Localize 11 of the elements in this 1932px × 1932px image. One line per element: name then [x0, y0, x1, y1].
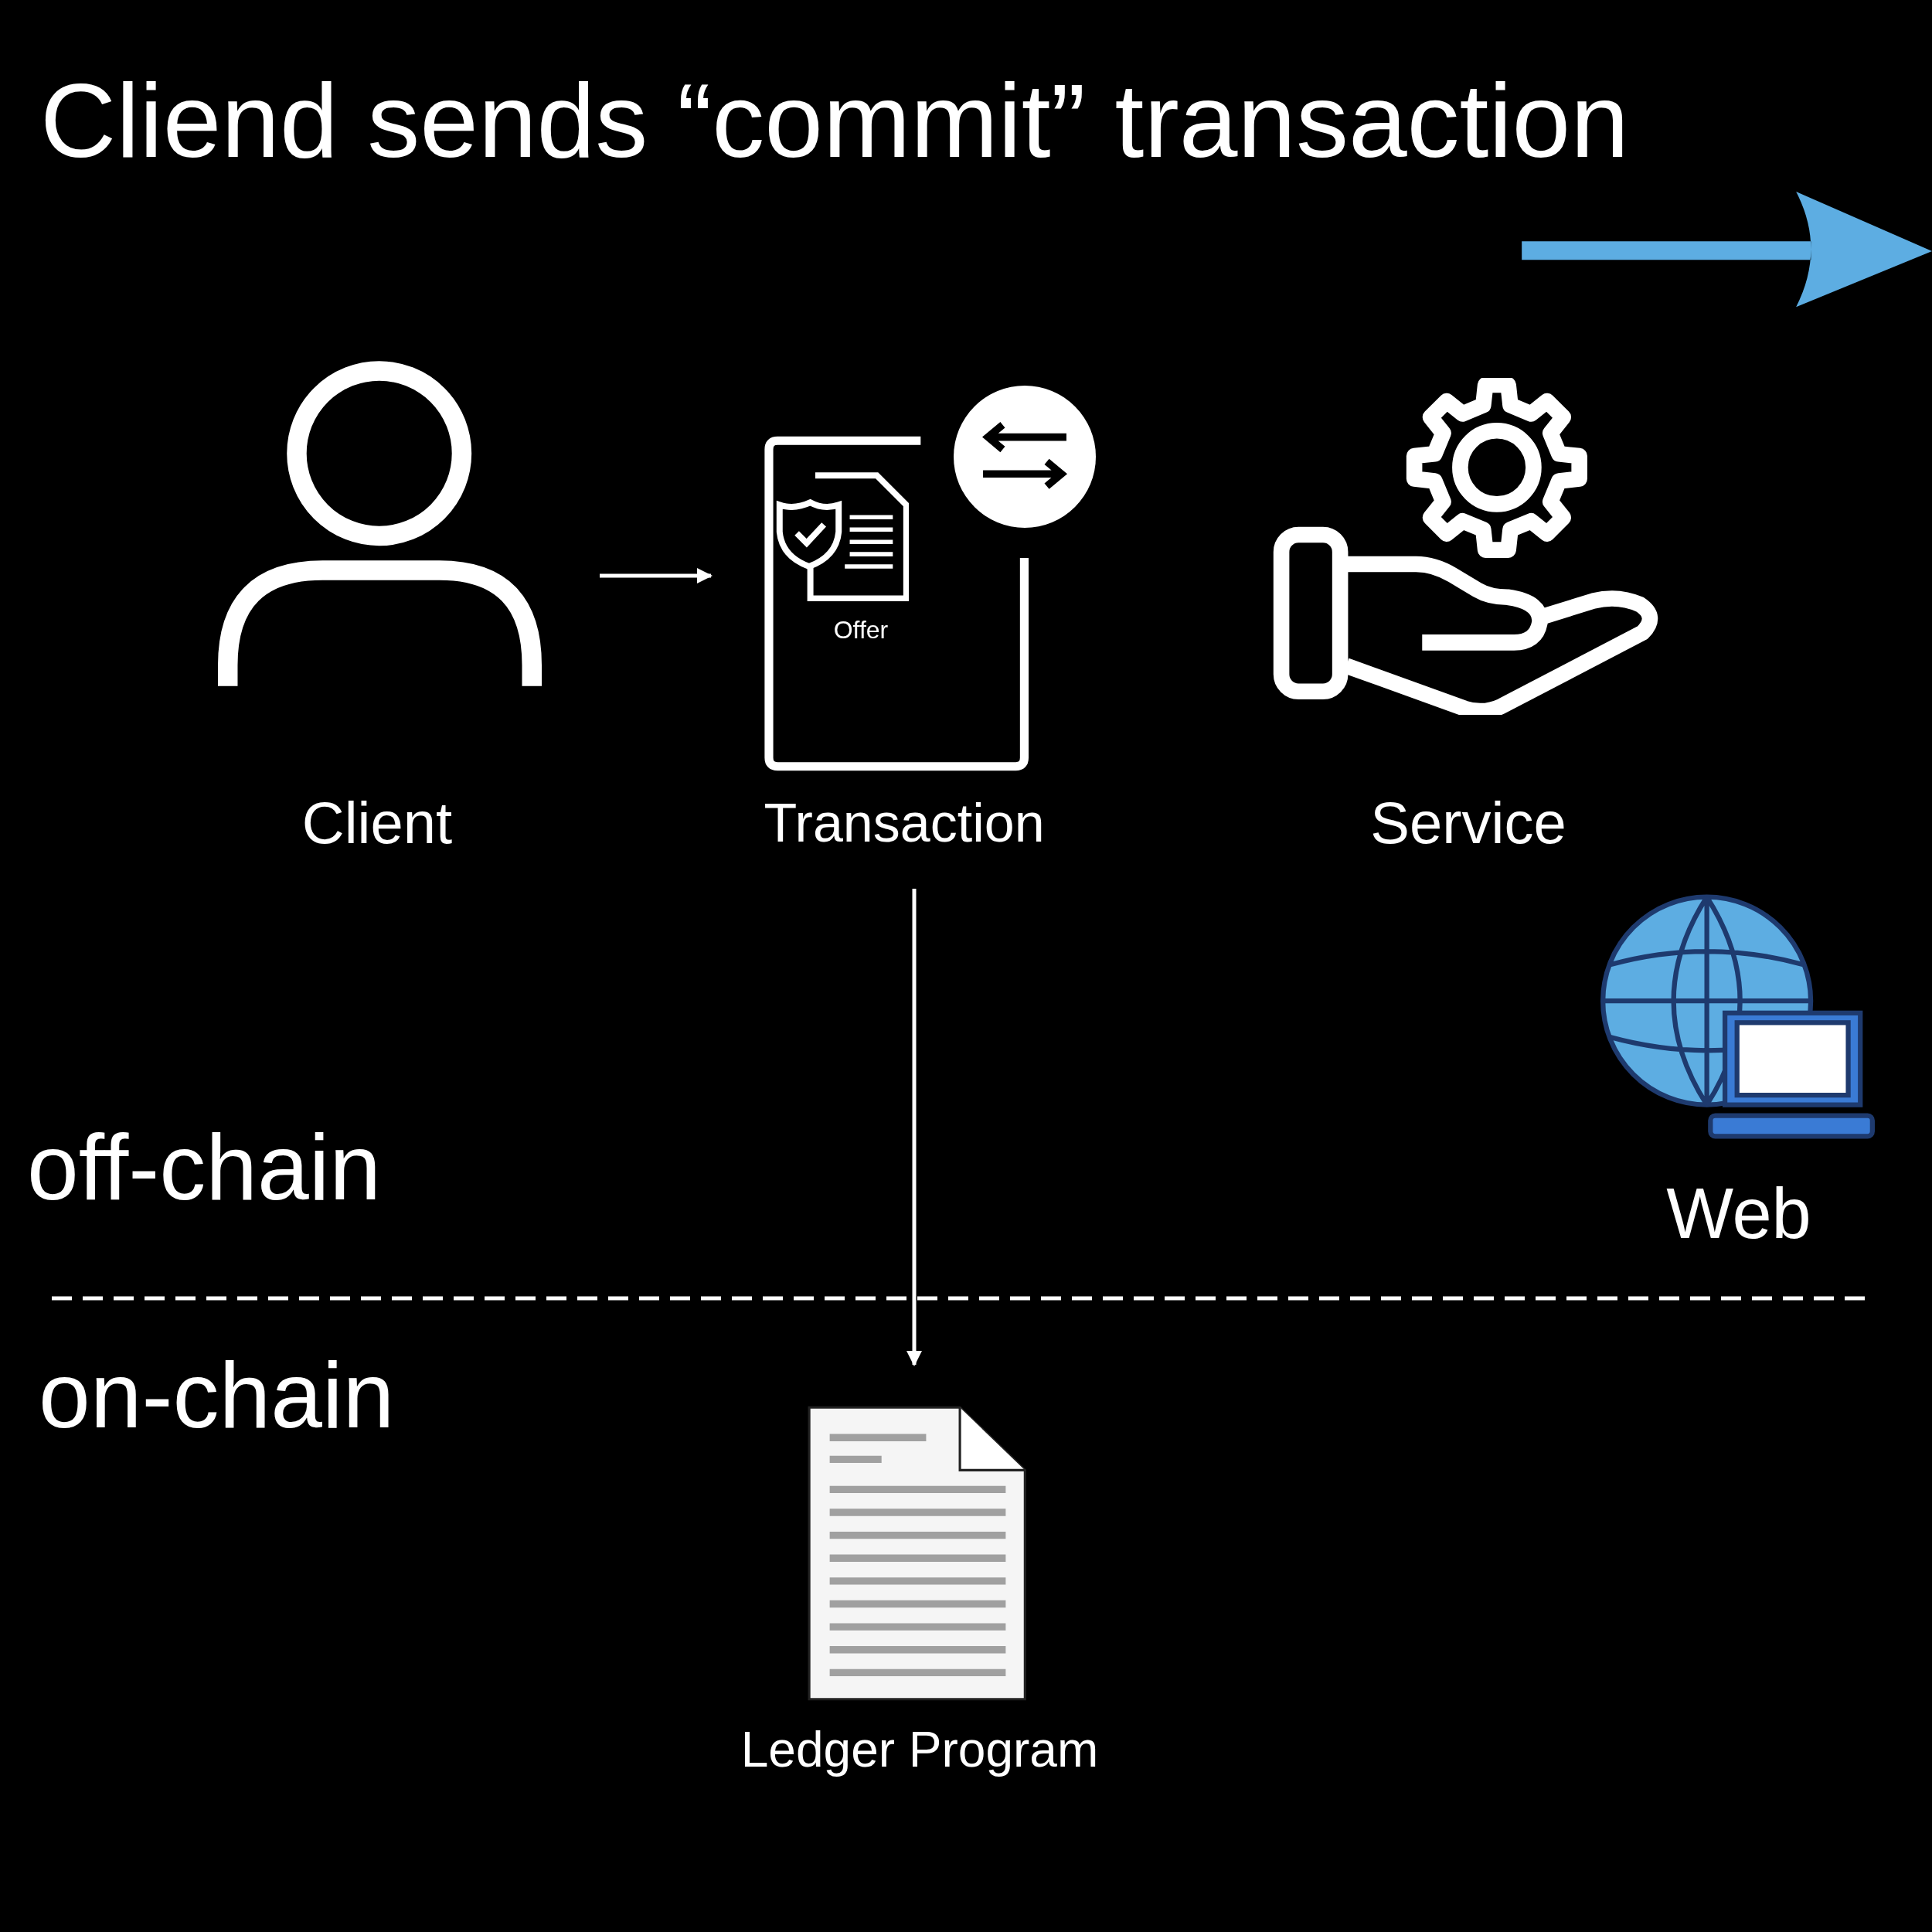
region-label: on-chain: [39, 1349, 395, 1441]
region-label: off-chain: [27, 1121, 382, 1213]
arrow: [906, 889, 922, 1366]
node-label: Ledger Program: [740, 1720, 1100, 1779]
node-label: Offer: [832, 615, 889, 645]
node-label: Service: [1369, 789, 1567, 857]
diagram-title: Cliend sends “commit” transaction: [40, 68, 1629, 173]
node-label: Web: [1665, 1173, 1812, 1254]
node-label: Transaction: [763, 792, 1046, 855]
arrow: [600, 568, 713, 583]
node-label: Client: [301, 789, 454, 857]
